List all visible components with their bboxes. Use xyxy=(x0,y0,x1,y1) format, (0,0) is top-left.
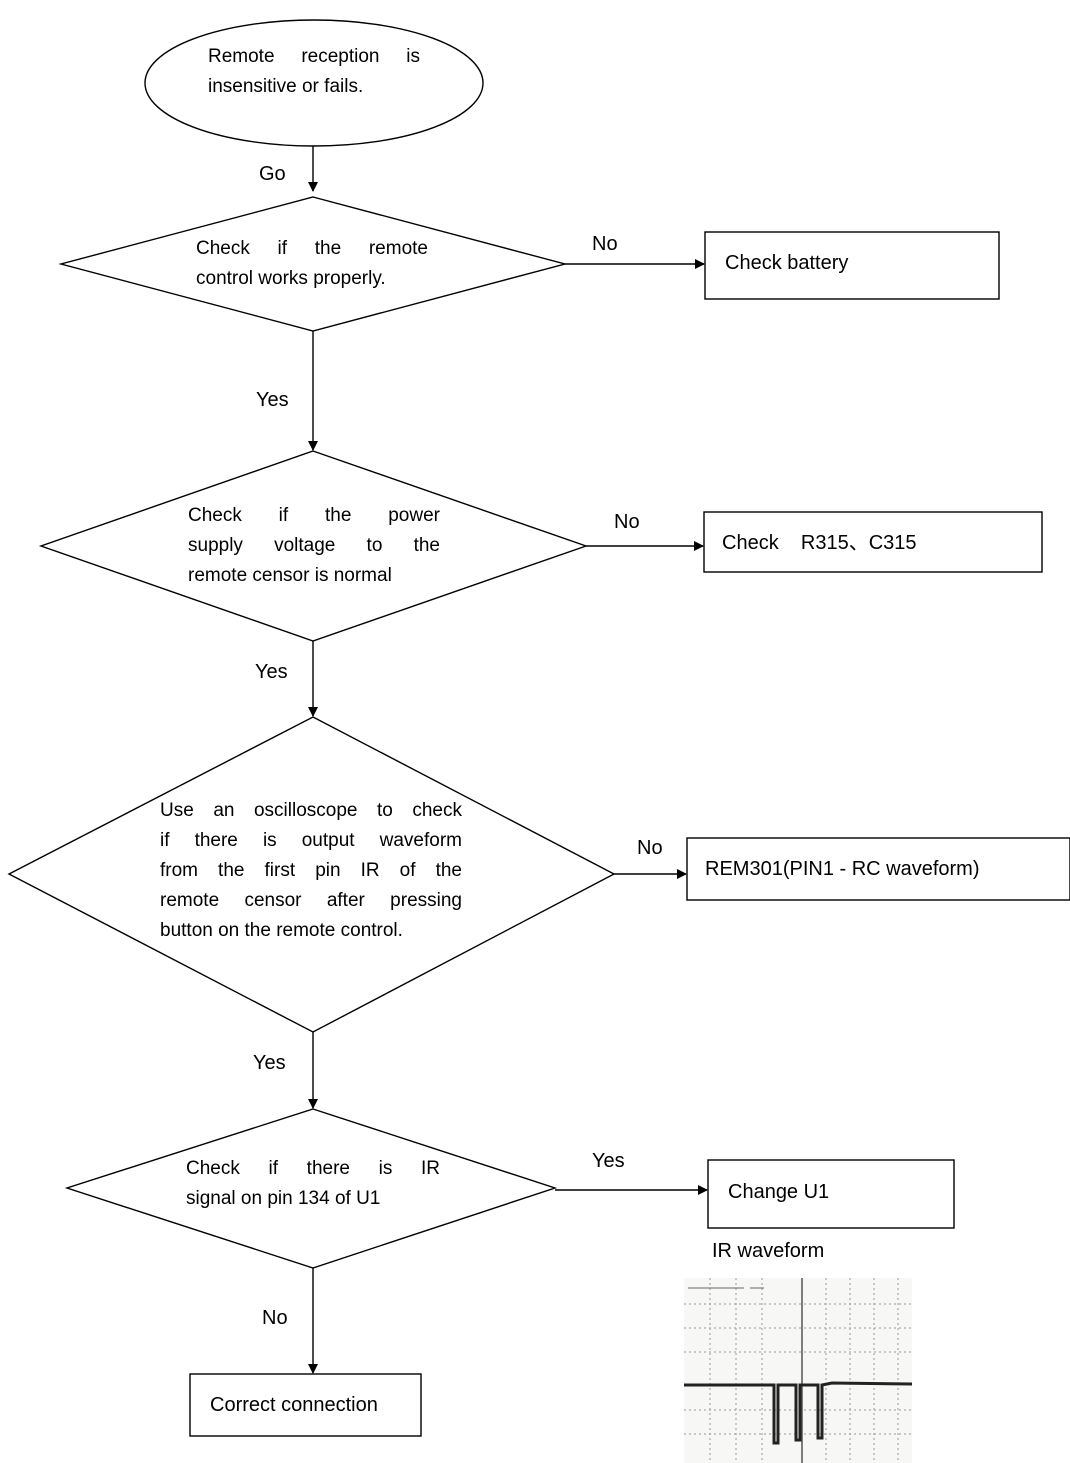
ir-waveform-image xyxy=(684,1278,912,1463)
decision-2-line-1: Check if the power xyxy=(188,505,440,526)
decision-1-line-2: control works properly. xyxy=(196,268,386,289)
edge-label-no-3: No xyxy=(637,837,663,859)
decision-4-line-2: signal on pin 134 of U1 xyxy=(186,1188,381,1209)
decision-2-line-3: remote censor is normal xyxy=(188,565,392,586)
decision-2-text: Check if the power supply voltage to the… xyxy=(188,501,440,591)
action-box-check-r315 xyxy=(703,511,1043,573)
decision-1-text: Check if the remote control works proper… xyxy=(196,234,428,294)
edge-label-yes-2: Yes xyxy=(255,661,288,683)
start-ellipse xyxy=(144,19,484,147)
waveform-title: IR waveform xyxy=(712,1240,825,1262)
correct-connection-label: Correct connection xyxy=(210,1394,378,1416)
decision-4-text: Check if there is IR signal on pin 134 o… xyxy=(186,1154,440,1214)
edge-label-no-1: No xyxy=(592,233,618,255)
decision-1-line-1: Check if the remote xyxy=(196,238,428,259)
decision-3-line-4: remote censor after pressing xyxy=(160,890,462,911)
start-line-2: insensitive or fails. xyxy=(208,76,364,97)
decision-3-line-5: button on the remote control. xyxy=(160,920,403,941)
start-line-1: Remote reception is xyxy=(208,46,420,67)
action-box-correct-connection xyxy=(189,1373,422,1437)
edge-label-no-2: No xyxy=(614,511,640,533)
decision-3-line-2: if there is output waveform xyxy=(160,830,462,851)
start-text: Remote reception is insensitive or fails… xyxy=(208,42,420,102)
decision-2-line-2: supply voltage to the xyxy=(188,535,440,556)
edge-label-yes-1: Yes xyxy=(256,389,289,411)
check-battery-label: Check battery xyxy=(725,252,849,274)
decision-3-text: Use an oscilloscope to check if there is… xyxy=(160,796,462,946)
action-box-change-u1 xyxy=(707,1159,955,1229)
action-box-check-battery xyxy=(704,231,1000,300)
decision-3-line-3: from the first pin IR of the xyxy=(160,860,462,881)
check-r315-label: Check R315、C315 xyxy=(722,532,917,554)
edge-label-yes-4: Yes xyxy=(592,1150,625,1172)
edge-label-no-4: No xyxy=(262,1307,288,1329)
action-box-rem301 xyxy=(686,837,1070,901)
decision-3-line-1: Use an oscilloscope to check xyxy=(160,800,462,821)
edge-label-go: Go xyxy=(259,163,286,185)
edge-label-yes-3: Yes xyxy=(253,1052,286,1074)
decision-4-line-1: Check if there is IR xyxy=(186,1158,440,1179)
rem301-label: REM301(PIN1 - RC waveform) xyxy=(705,858,980,880)
change-u1-label: Change U1 xyxy=(728,1181,830,1203)
oscilloscope-trace xyxy=(684,1278,912,1463)
